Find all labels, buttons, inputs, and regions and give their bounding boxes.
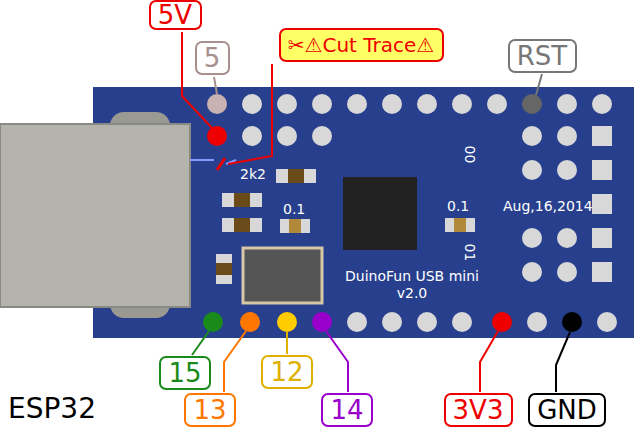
silkscreen-text: 01 [462,243,479,261]
silkscreen-text: 00 [462,145,479,163]
callout-text: RST [517,43,567,69]
pin-callout: 12 [261,355,313,389]
usb-connector [0,124,190,307]
power-callout: 3V3 [444,393,513,427]
crystal [243,248,322,303]
pin-callout: 15 [159,356,211,390]
callout-text: 14 [330,397,363,423]
pin-12 [277,312,297,332]
callout-text: 12 [270,359,303,385]
reset-callout: RST [508,39,577,73]
capacitor-value: 0.1 [447,198,469,215]
trace [190,159,214,161]
pin-13 [240,312,260,332]
board-name: DuinoFun USB mini v2.0 [342,268,482,302]
pin-5v [207,126,227,146]
pin-3v3 [492,312,512,332]
chip [343,177,417,250]
power-callout: 5V [149,0,202,30]
callout-text: 5 [204,45,221,71]
pin-callout: 13 [184,393,236,427]
callout-text: 15 [168,360,201,386]
callout-text: GND [537,397,597,423]
capacitor-value: 0.1 [283,201,305,218]
pin-15 [203,312,223,332]
chip-name: ESP32 [8,392,96,426]
smd-parts [216,169,475,284]
date-code: Aug,16,2014 [503,198,593,215]
resistor-value: 2k2 [240,166,266,183]
warning-callout: ✂⚠Cut Trace⚠ [279,28,444,62]
cut-mark [217,158,225,170]
pin-callout: 14 [321,393,373,427]
callout-text: 13 [193,397,226,423]
pin-14 [312,312,332,332]
callout-text: ✂⚠Cut Trace⚠ [288,35,435,55]
pin-callout: 5 [195,41,230,75]
pin-gnd [562,312,582,332]
callout-text: 3V3 [453,397,504,423]
ground-callout: GND [528,393,606,427]
callout-text: 5V [158,2,192,28]
header-pins [207,94,617,332]
